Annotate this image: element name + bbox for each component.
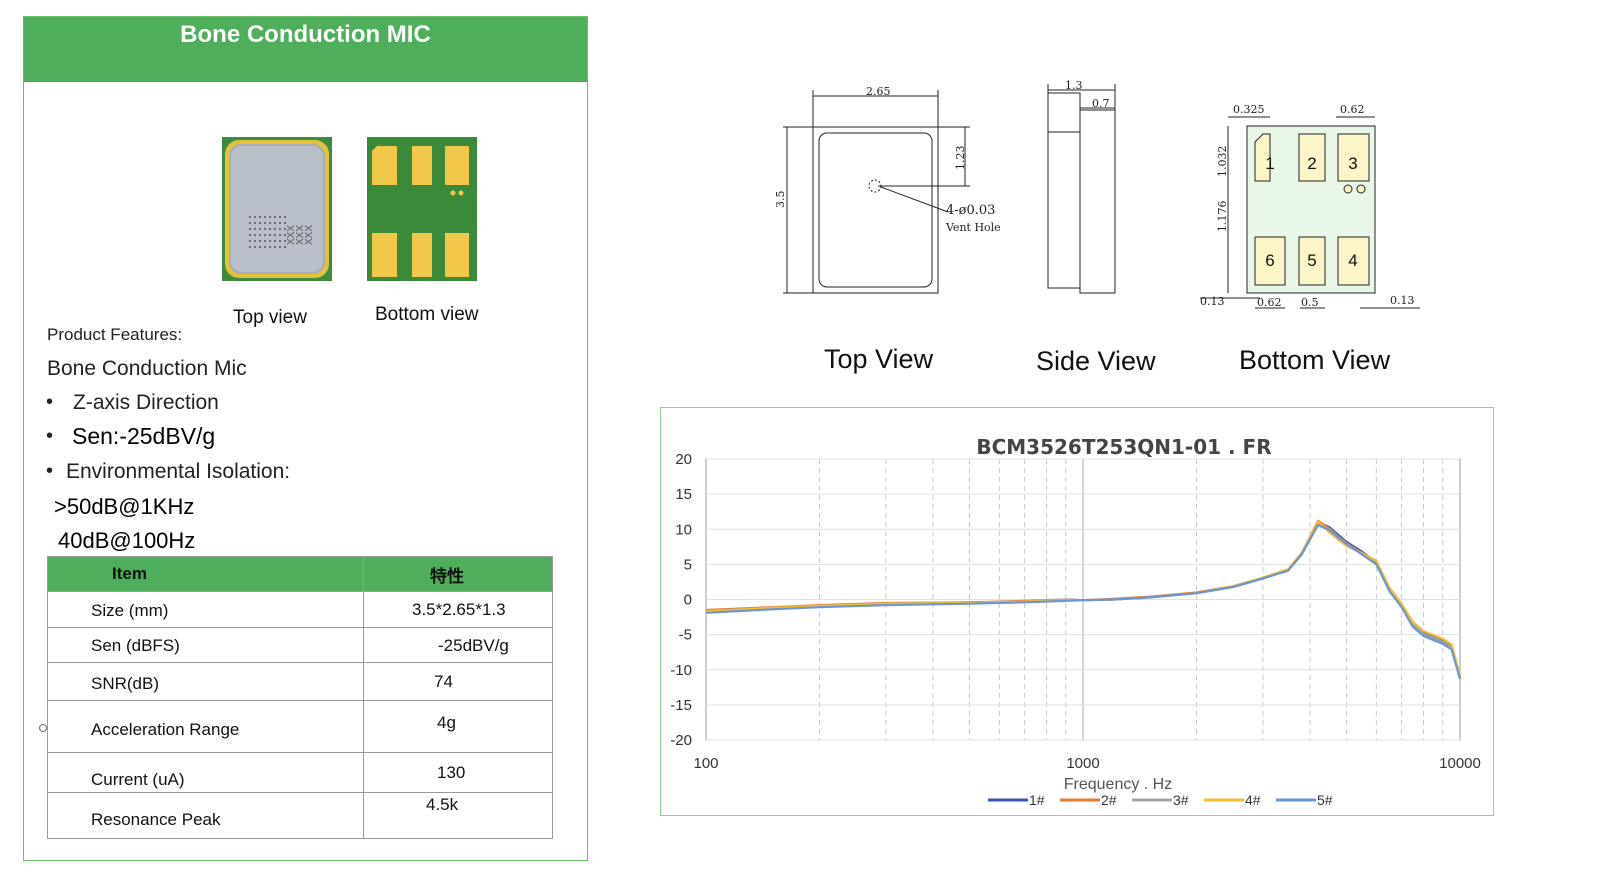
row-value: 3.5*2.65*1.3: [363, 591, 553, 628]
svg-text:0.325: 0.325: [1233, 103, 1265, 116]
row-item: Sen (dBFS): [47, 627, 364, 663]
column-header-item: Item: [47, 556, 364, 592]
svg-text:0.13: 0.13: [1200, 295, 1225, 308]
svg-text:1.3: 1.3: [1065, 79, 1083, 92]
x-axis-label: Frequency . Hz: [1064, 776, 1172, 793]
column-header-value: 特性: [363, 556, 553, 592]
features-heading: Product Features:: [47, 325, 183, 344]
svg-text:XXX: XXX: [295, 225, 306, 245]
legend-label: 3#: [1173, 792, 1189, 808]
row-item: Acceleration Range: [47, 700, 364, 753]
panel-title: Bone Conduction MIC: [180, 21, 431, 48]
row-item: SNR(dB): [47, 662, 364, 701]
svg-text:4-ø0.03: 4-ø0.03: [946, 203, 995, 218]
table-row: Acceleration Range 4g: [47, 700, 553, 753]
svg-text:1.23: 1.23: [954, 146, 967, 171]
row-value: -25dBV/g: [363, 627, 553, 663]
svg-text:XXX: XXX: [304, 225, 315, 245]
panel-header: [24, 17, 587, 82]
svg-text:1: 1: [1265, 154, 1274, 173]
top-view-photo: XXX XXX XXX: [222, 137, 332, 281]
isolation-line: >50dB@1KHz: [54, 494, 195, 519]
svg-text:6: 6: [1265, 251, 1274, 270]
x-tick-label: 1000: [1066, 755, 1099, 772]
chart-svg: BCM3526T253QN1-01 . FR 20 15 10 5 0 -5 -10 -15 -…: [670, 435, 1481, 808]
x-tick-label: 10000: [1439, 755, 1481, 772]
row-value: 74: [363, 662, 553, 701]
chip-marking: XXX XXX XXX: [286, 225, 315, 245]
vent-hole-pattern: [249, 216, 286, 248]
svg-text:XXX: XXX: [286, 225, 297, 245]
isolation-line: 40dB@100Hz: [58, 528, 196, 553]
y-tick-label: -10: [670, 662, 692, 679]
frequency-response-chart: [660, 407, 1494, 816]
svg-text:1.176: 1.176: [1216, 201, 1229, 233]
svg-text:3: 3: [1348, 154, 1357, 173]
svg-text:5: 5: [1307, 251, 1316, 270]
row-value: 130: [363, 752, 553, 793]
y-tick-label: -20: [670, 732, 692, 749]
row-item: Size (mm): [47, 591, 364, 628]
table-row: Resonance Peak 4.5k: [47, 792, 553, 839]
chart-title: BCM3526T253QN1-01 . FR: [976, 435, 1271, 459]
y-tick-label: 10: [675, 521, 692, 538]
svg-text:0.62: 0.62: [1257, 296, 1282, 309]
feature-item: Environmental Isolation:: [66, 460, 291, 483]
svg-text:Vent Hole: Vent Hole: [945, 221, 1001, 234]
dimension-drawings: 1 2 3 6 5 4 2.65 3.5 1.23 4-ø0.03 Vent H…: [774, 79, 1420, 309]
bullet: •: [46, 391, 54, 413]
bottom-view-photo: [367, 137, 477, 281]
y-tick-label: 20: [675, 451, 692, 468]
bottom-view-label: Bottom View: [1239, 345, 1391, 375]
bottom-view-caption: Bottom view: [375, 304, 479, 325]
table-row: Sen (dBFS) -25dBV/g: [47, 627, 553, 663]
svg-text:3.5: 3.5: [774, 191, 787, 209]
x-tick-label: 100: [693, 755, 718, 772]
product-name: Bone Conduction Mic: [47, 357, 247, 380]
stray-mark: [39, 724, 47, 732]
table-row: SNR(dB) 74: [47, 662, 553, 701]
feature-item: Sen:-25dBV/g: [72, 423, 216, 449]
svg-text:2: 2: [1307, 154, 1316, 173]
svg-text:0.13: 0.13: [1390, 294, 1415, 307]
legend-label: 4#: [1245, 792, 1261, 808]
table-row: Current (uA) 130: [47, 752, 553, 793]
feature-item: Z-axis Direction: [73, 391, 219, 414]
legend-label: 2#: [1101, 792, 1117, 808]
top-view-label: Top View: [824, 344, 934, 374]
y-tick-label: -5: [679, 627, 692, 644]
y-tick-label: 5: [684, 556, 692, 573]
y-tick-label: -15: [670, 697, 692, 714]
bullet: •: [46, 425, 54, 447]
bullet: •: [46, 460, 54, 482]
row-value: 4g: [363, 700, 553, 753]
svg-text:2.65: 2.65: [866, 85, 891, 98]
svg-text:4: 4: [1348, 251, 1357, 270]
series-line-5: [705, 523, 1462, 680]
bottom-pads: [1254, 133, 1370, 286]
table-row: Size (mm) 3.5*2.65*1.3: [47, 591, 553, 628]
svg-text:1.032: 1.032: [1216, 146, 1229, 178]
product-panel: Bone Conduction MIC: [23, 16, 588, 861]
y-tick-label: 0: [684, 592, 692, 609]
row-item: Resonance Peak: [47, 792, 364, 839]
svg-text:0.7: 0.7: [1092, 97, 1110, 110]
svg-text:0.5: 0.5: [1301, 296, 1319, 309]
svg-text:0.62: 0.62: [1340, 103, 1365, 116]
row-item: Current (uA): [47, 752, 364, 793]
spec-table: Item 特性 Size (mm) 3.5*2.65*1.3 Sen (dBFS…: [47, 556, 553, 839]
top-view-outline: [812, 126, 939, 294]
top-view-caption: Top view: [233, 307, 307, 328]
side-view-label: Side View: [1036, 346, 1156, 376]
row-value: 4.5k: [363, 792, 553, 839]
legend-label: 5#: [1317, 792, 1333, 808]
table-header-row: Item 特性: [47, 556, 553, 592]
y-tick-label: 15: [675, 486, 692, 503]
legend-label: 1#: [1029, 792, 1045, 808]
